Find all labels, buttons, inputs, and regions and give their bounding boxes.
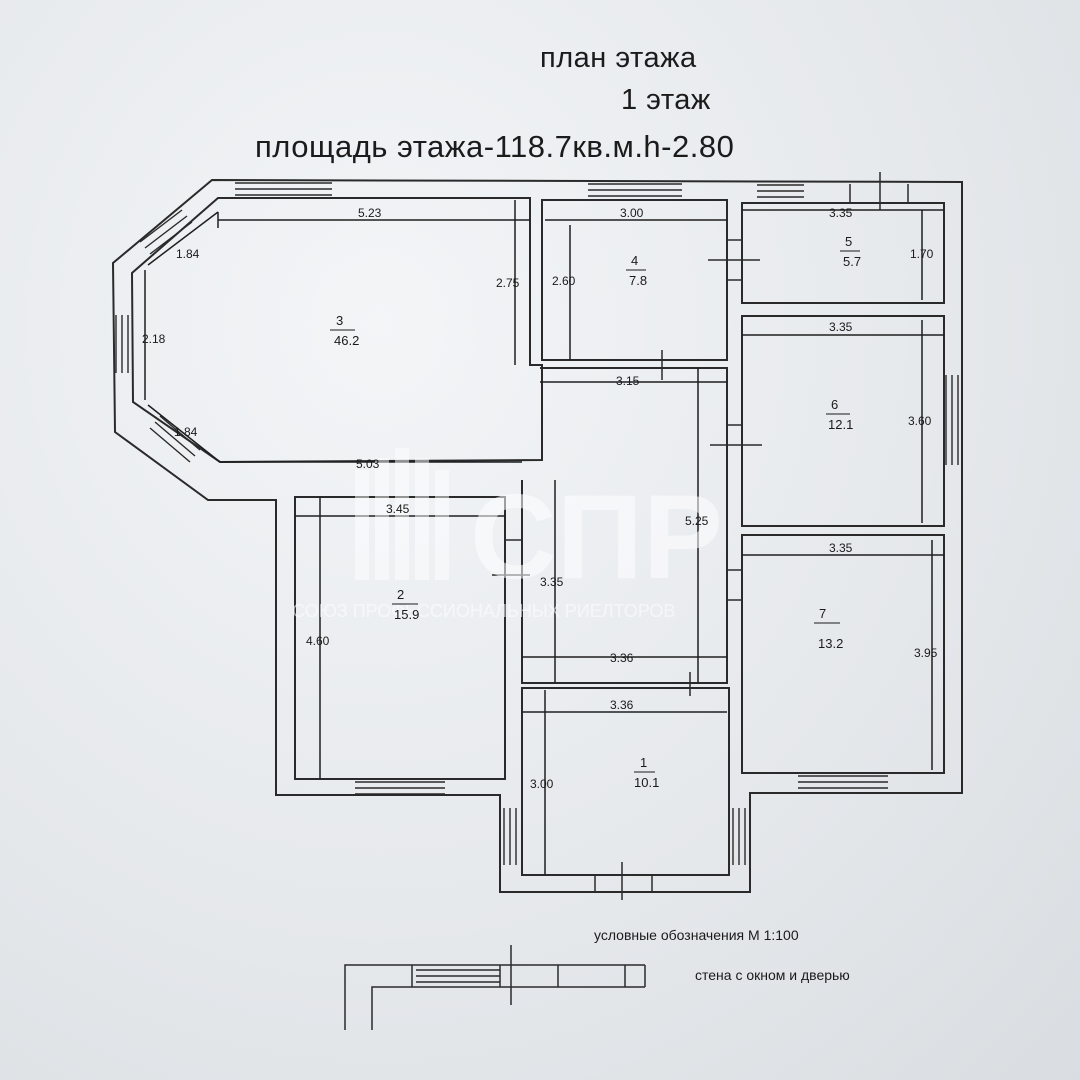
hall-walls — [521, 367, 728, 684]
room-walls — [294, 199, 945, 876]
svg-text:13.2: 13.2 — [818, 636, 843, 651]
legend-wall-symbol — [344, 945, 646, 1030]
room-7-label: 7 13.2 — [814, 606, 843, 651]
plan-title: план этажа — [540, 42, 697, 74]
room-6-walls — [741, 315, 945, 527]
room-4-label: 4 7.8 — [626, 253, 647, 288]
dim-r1-top: 3.36 — [610, 698, 634, 712]
doors — [492, 172, 909, 900]
svg-text:4: 4 — [631, 253, 638, 268]
dim-hall-top: 3.15 — [616, 374, 640, 388]
svg-text:15.9: 15.9 — [394, 607, 419, 622]
floor-label: 1 этаж — [621, 84, 711, 116]
svg-text:1: 1 — [640, 755, 647, 770]
svg-text:7: 7 — [819, 606, 826, 621]
dim-r5-top: 3.35 — [829, 206, 853, 220]
window-right-room6 — [945, 375, 959, 465]
svg-text:46.2: 46.2 — [334, 333, 359, 348]
room-1-label: 1 10.1 — [634, 755, 659, 790]
dim-r5-right: 1.70 — [910, 247, 934, 261]
dim-hall-right: 5.25 — [685, 514, 709, 528]
room-3-label: 3 46.2 — [330, 313, 359, 348]
dim-corridor-left: 3.35 — [540, 575, 564, 589]
dim-r3-diag-bottom: 1.84 — [174, 425, 198, 439]
legend: условные обозначения М 1:100 стена с окн… — [344, 927, 850, 1030]
window-diag-bottom — [149, 415, 201, 463]
dim-r4-top: 3.00 — [620, 206, 644, 220]
svg-text:7.8: 7.8 — [629, 273, 647, 288]
room-5-walls — [741, 202, 945, 304]
svg-text:10.1: 10.1 — [634, 775, 659, 790]
room-2-label: 2 15.9 — [392, 587, 419, 622]
svg-text:12.1: 12.1 — [828, 417, 853, 432]
watermark-logo: СПР — [470, 470, 723, 604]
room-labels: 3 46.2 4 7.8 5 5.7 6 12.1 2 — [330, 234, 861, 790]
dim-r3-left: 2.18 — [142, 332, 166, 346]
window-left — [115, 315, 129, 373]
legend-scale: условные обозначения М 1:100 — [594, 927, 799, 943]
dimension-lines — [144, 200, 944, 875]
dim-r2-top: 3.45 — [386, 502, 410, 516]
outer-wall-outline — [111, 178, 963, 893]
inner-wall-outline-room3 — [130, 197, 543, 464]
dim-r3-diag-top: 1.84 — [176, 247, 200, 261]
window-bottom-room2 — [355, 781, 445, 795]
dim-r7-top: 3.35 — [829, 541, 853, 555]
room-5-label: 5 5.7 — [840, 234, 861, 269]
dim-r1-left: 3.00 — [530, 777, 554, 791]
outer-walls — [111, 178, 963, 893]
dim-r6-top: 3.35 — [829, 320, 853, 334]
window-diag-top — [139, 209, 193, 255]
dim-r3-right: 2.75 — [496, 276, 520, 290]
dim-r4-left: 2.60 — [552, 274, 576, 288]
dim-r2-left: 4.60 — [306, 634, 330, 648]
window-bottom-room7 — [798, 775, 888, 789]
dim-r3-bottom: 5.03 — [356, 457, 380, 471]
window-top-left — [235, 182, 332, 196]
window-top-room4 — [588, 183, 682, 197]
window-room1-left — [503, 808, 517, 865]
watermark-caption: СОЮЗ ПРОФЕССИОНАЛЬНЫХ РИЕЛТОРОВ — [292, 601, 675, 621]
dim-r6-right: 3.60 — [908, 414, 932, 428]
svg-text:5.7: 5.7 — [843, 254, 861, 269]
dim-corridor-bottom: 3.36 — [610, 651, 634, 665]
room-7-walls — [741, 534, 945, 774]
dim-r7-right: 3.95 — [914, 646, 938, 660]
svg-text:6: 6 — [831, 397, 838, 412]
svg-text:2: 2 — [397, 587, 404, 602]
room-1-walls — [521, 687, 730, 876]
window-room1-right — [732, 808, 746, 865]
svg-text:3: 3 — [336, 313, 343, 328]
legend-wall-text: стена с окном и дверью — [695, 967, 850, 983]
svg-text:5: 5 — [845, 234, 852, 249]
windows — [115, 182, 959, 865]
watermark-building-icon — [355, 448, 449, 580]
dim-r3-top: 5.23 — [358, 206, 382, 220]
floor-area-label: площадь этажа-118.7кв.м.h-2.80 — [255, 129, 735, 164]
room-6-label: 6 12.1 — [826, 397, 853, 432]
dimension-labels: 5.23 1.84 2.18 1.84 5.03 2.75 3.00 2.60 … — [142, 206, 938, 791]
watermark: СПР СОЮЗ ПРОФЕССИОНАЛЬНЫХ РИЕЛТОРОВ — [292, 448, 723, 621]
window-top-room5 — [757, 184, 804, 198]
